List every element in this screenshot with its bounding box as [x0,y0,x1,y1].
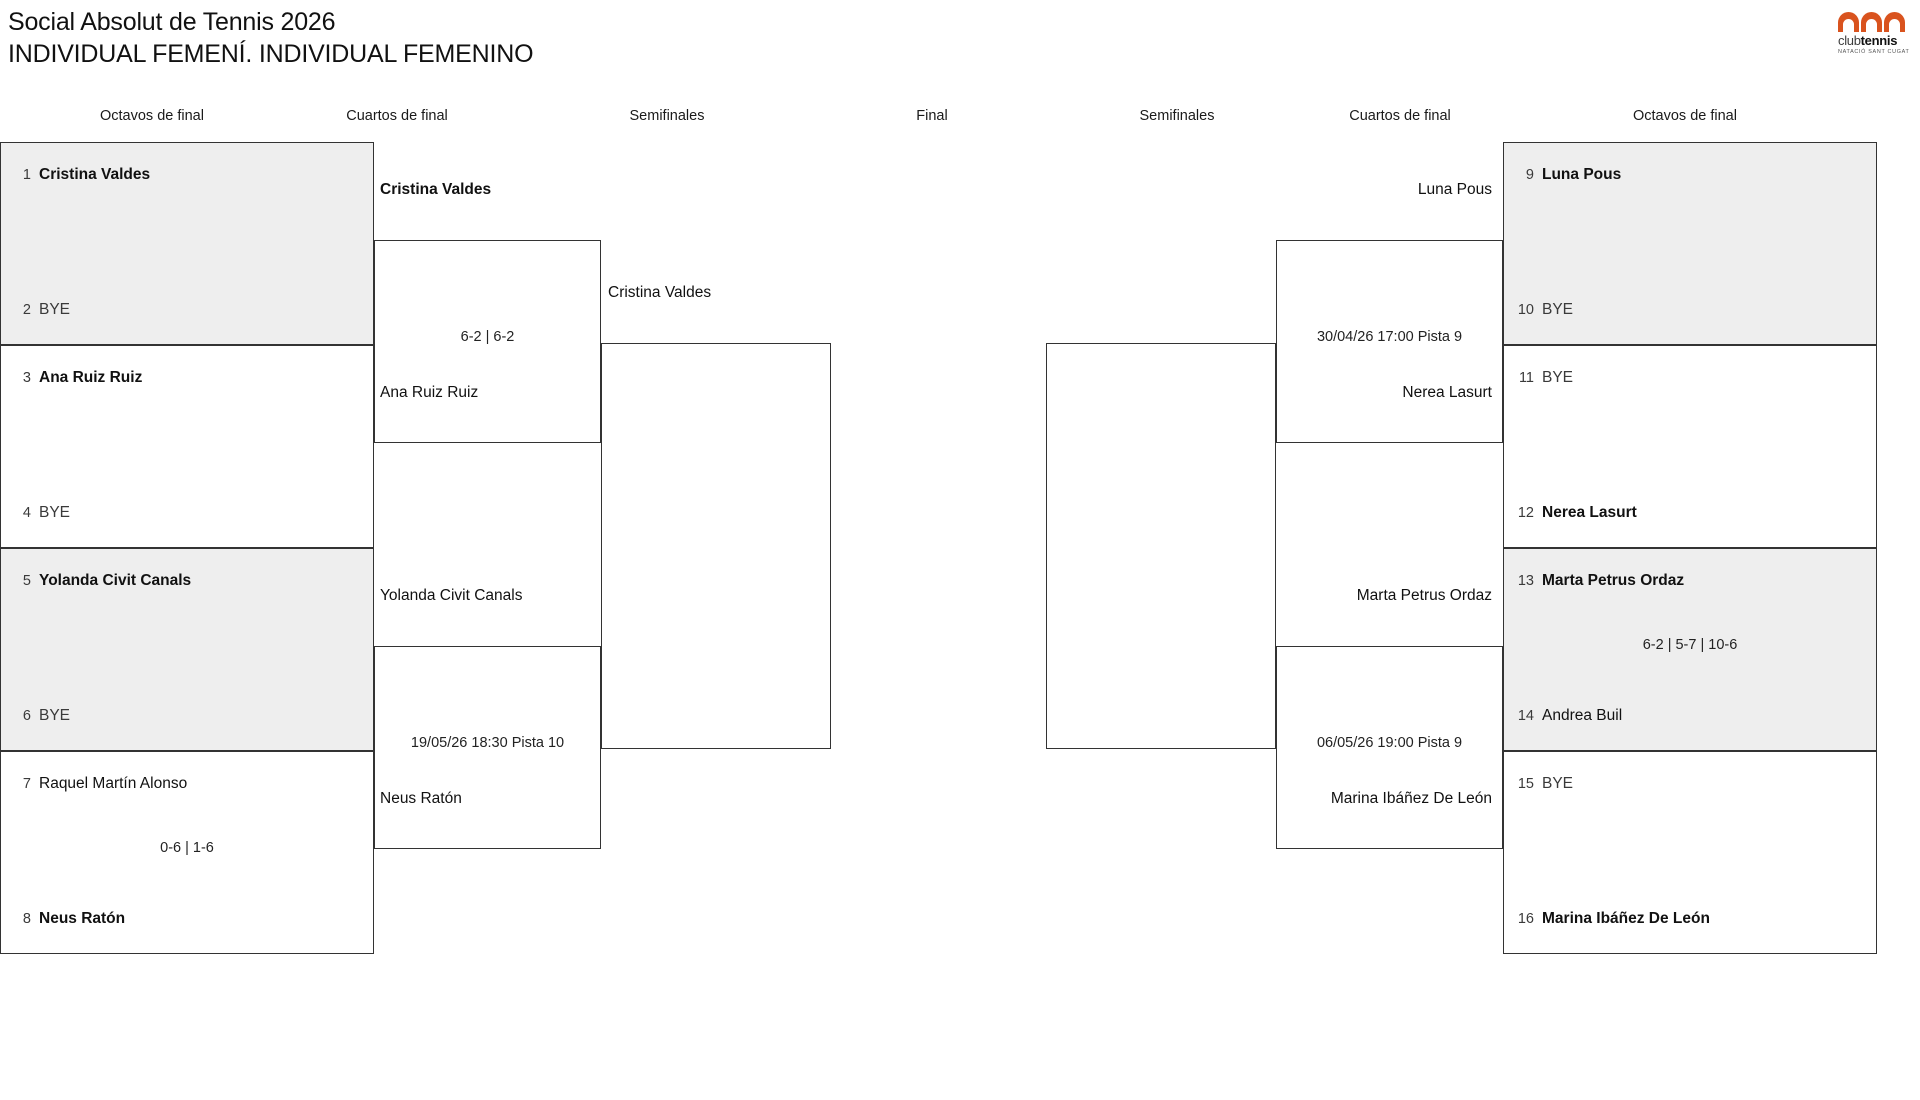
seed-number: 9 [1525,167,1534,183]
player-name: Cristina Valdes [39,166,151,183]
match-box-left-cuartos-2[interactable]: 19/05/26 18:30 Pista 10 [374,646,601,849]
advancing-player-right-cuartos-1-bottom: Nerea Lasurt [1402,384,1492,401]
match-info: 30/04/26 17:00 Pista 9 [1316,329,1463,345]
logo-word-club: club [1838,33,1861,48]
page-title: Social Absolut de Tennis 2026 INDIVIDUAL… [8,6,534,70]
seed-number: 12 [1517,505,1534,521]
player-name: BYE [39,707,71,724]
advancing-player-left-cuartos-2-bottom: Neus Ratón [380,790,462,807]
match-box-right-octavos-1[interactable]: 9 Luna Pous 10 BYE [1503,142,1877,345]
player-name: BYE [1542,301,1574,318]
player-name: Yolanda Civit Canals [39,572,192,589]
player-slot[interactable]: 9 Luna Pous [1504,164,1876,186]
match-box-left-octavos-3[interactable]: 5 Yolanda Civit Canals 6 BYE [0,548,374,751]
player-slot[interactable]: 1 Cristina Valdes [1,164,373,186]
player-name: BYE [1542,775,1574,792]
logo-arcs-icon [1838,12,1906,32]
seed-number: 6 [22,708,31,724]
seed-number: 10 [1517,302,1534,318]
match-score: 0-6 | 1-6 [160,840,214,856]
player-slot[interactable]: 7 Raquel Martín Alonso [1,773,373,795]
seed-number: 11 [1518,370,1534,386]
match-box-right-cuartos-2[interactable]: 06/05/26 19:00 Pista 9 [1276,646,1503,849]
seed-number: 3 [22,370,31,386]
tournament-title: Social Absolut de Tennis 2026 [8,8,336,36]
match-info: 06/05/26 19:00 Pista 9 [1316,735,1463,751]
player-slot[interactable]: 12 Nerea Lasurt [1504,502,1876,524]
seed-number: 4 [22,505,31,521]
player-name: Andrea Buil [1542,707,1623,724]
player-name: Marta Petrus Ordaz [1542,572,1685,589]
match-box-left-octavos-4[interactable]: 7 Raquel Martín Alonso 0-6 | 1-6 8 Neus … [0,751,374,954]
player-name: BYE [39,301,71,318]
player-name: BYE [39,504,71,521]
match-box-left-cuartos-1[interactable]: 6-2 | 6-2 [374,240,601,443]
match-box-right-octavos-4[interactable]: 15 BYE 16 Marina Ibáñez De León [1503,751,1877,954]
category-title: INDIVIDUAL FEMENÍ. INDIVIDUAL FEMENINO [8,40,534,68]
seed-number: 7 [22,776,31,792]
seed-number: 13 [1517,573,1534,589]
seed-number: 15 [1517,776,1534,792]
seed-number: 8 [22,911,31,927]
logo-wordmark: clubtennis [1838,33,1910,48]
player-slot[interactable]: 16 Marina Ibáñez De León [1504,908,1876,930]
advancing-player-left-cuartos-2-top: Yolanda Civit Canals [380,587,523,604]
advancing-player-right-cuartos-1-top: Luna Pous [1417,181,1492,198]
player-slot[interactable]: 8 Neus Ratón [1,908,373,930]
seed-number: 16 [1517,911,1534,927]
match-box-left-octavos-1[interactable]: 1 Cristina Valdes 2 BYE [0,142,374,345]
match-info: 19/05/26 18:30 Pista 10 [410,735,565,751]
match-box-left-octavos-2[interactable]: 3 Ana Ruiz Ruiz 4 BYE [0,345,374,548]
player-name: Luna Pous [1542,166,1622,183]
player-slot[interactable]: 11 BYE [1504,367,1876,389]
advancing-player-right-cuartos-2-bottom: Marina Ibáñez De León [1330,790,1492,807]
advancing-player-left-cuartos-1-top: Cristina Valdes [380,181,492,198]
logo-subtitle: NATACIÓ SANT CUGAT [1838,49,1910,55]
round-header-cuartos-right: Cuartos de final [1349,108,1451,124]
round-header-octavos-right: Octavos de final [1633,108,1737,124]
player-slot[interactable]: 5 Yolanda Civit Canals [1,570,373,592]
seed-number: 1 [22,167,31,183]
player-slot[interactable]: 15 BYE [1504,773,1876,795]
player-slot[interactable]: 10 BYE [1504,299,1876,321]
match-box-right-octavos-2[interactable]: 11 BYE 12 Nerea Lasurt [1503,345,1877,548]
match-info: 6-2 | 6-2 [460,329,515,345]
player-slot[interactable]: 13 Marta Petrus Ordaz [1504,570,1876,592]
club-tennis-logo: clubtennis NATACIÓ SANT CUGAT [1838,12,1910,55]
seed-number: 2 [22,302,31,318]
player-slot[interactable]: 6 BYE [1,705,373,727]
player-name: Raquel Martín Alonso [39,775,188,792]
player-slot[interactable]: 14 Andrea Buil [1504,705,1876,727]
round-header-octavos-left: Octavos de final [100,108,204,124]
advancing-player-left-cuartos-1-bottom: Ana Ruiz Ruiz [380,384,479,401]
match-box-right-octavos-3[interactable]: 13 Marta Petrus Ordaz 6-2 | 5-7 | 10-6 1… [1503,548,1877,751]
round-header-semis-left: Semifinales [629,108,705,124]
seed-number: 5 [22,573,31,589]
player-name: Marina Ibáñez De León [1542,910,1710,927]
match-score: 6-2 | 5-7 | 10-6 [1642,637,1738,653]
round-header-cuartos-left: Cuartos de final [346,108,448,124]
player-slot[interactable]: 2 BYE [1,299,373,321]
player-name: Ana Ruiz Ruiz [39,369,143,386]
match-box-left-semis[interactable] [601,343,831,749]
player-name: Nerea Lasurt [1542,504,1637,521]
player-slot[interactable]: 3 Ana Ruiz Ruiz [1,367,373,389]
seed-number: 14 [1517,708,1534,724]
advancing-player-left-semis-top: Cristina Valdes [608,284,712,301]
player-slot[interactable]: 4 BYE [1,502,373,524]
player-name: Neus Ratón [39,910,126,927]
match-box-right-semis[interactable] [1046,343,1276,749]
player-name: BYE [1542,369,1574,386]
advancing-player-right-cuartos-2-top: Marta Petrus Ordaz [1356,587,1492,604]
round-header-final: Final [916,108,948,124]
logo-word-tennis: tennis [1860,33,1898,48]
round-header-semis-right: Semifinales [1139,108,1215,124]
match-box-right-cuartos-1[interactable]: 30/04/26 17:00 Pista 9 [1276,240,1503,443]
